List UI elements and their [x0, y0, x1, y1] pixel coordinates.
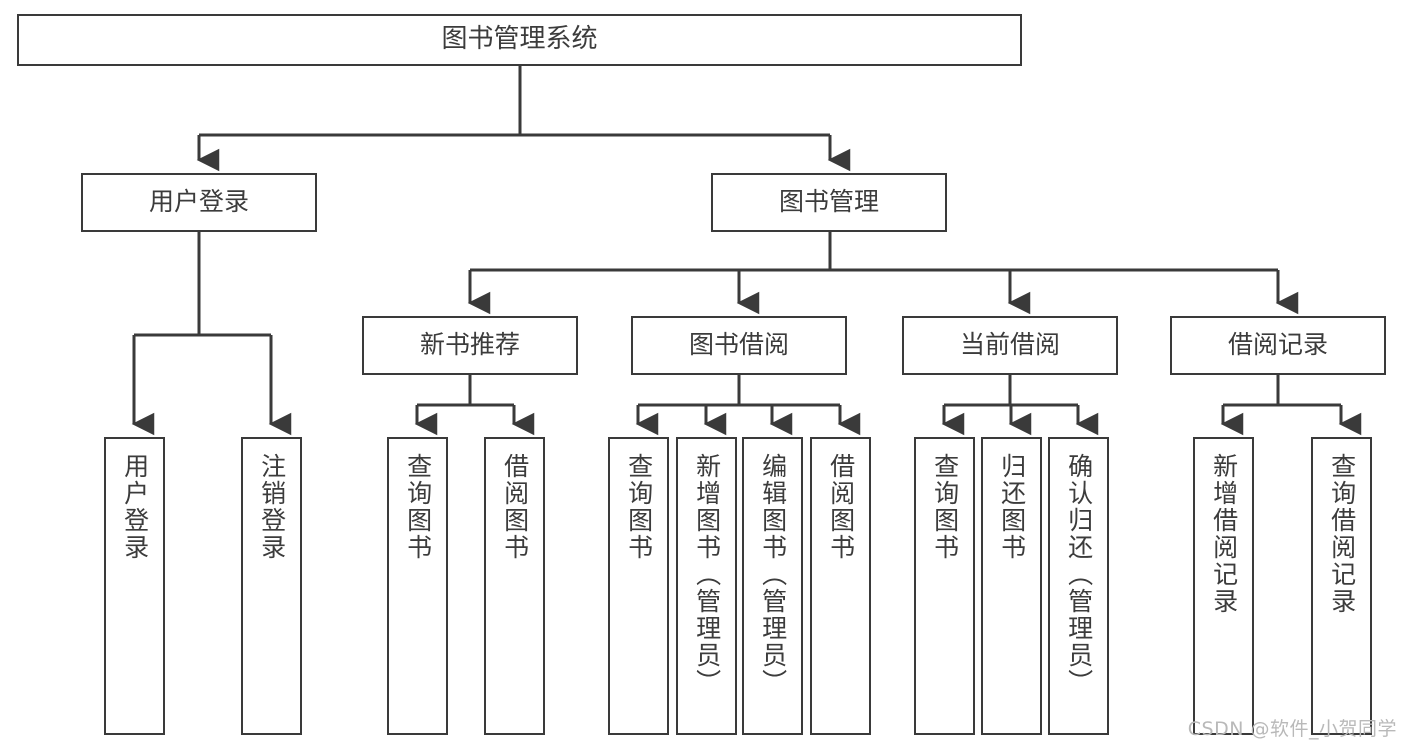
node-label: 图书管理	[778, 187, 879, 217]
node-root-system[interactable]: 图书管理系统	[17, 14, 1022, 66]
node-label: 查询图书	[403, 453, 433, 561]
node-current-borrow[interactable]: 当前借阅	[902, 316, 1118, 375]
node-label: 查询图书	[624, 453, 654, 561]
node-user-login[interactable]: 用户登录	[81, 173, 317, 232]
node-label: 新书推荐	[419, 330, 520, 360]
node-label: 借阅图书	[826, 453, 856, 561]
leaf-borrow-query-book[interactable]: 查询图书	[608, 437, 669, 735]
node-label: 编辑图书（管理员）	[758, 453, 788, 696]
node-label: 当前借阅	[959, 330, 1060, 360]
leaf-current-confirm-return[interactable]: 确认归还（管理员）	[1048, 437, 1109, 735]
leaf-borrow-edit-book[interactable]: 编辑图书（管理员）	[742, 437, 803, 735]
node-new-book-recommend[interactable]: 新书推荐	[362, 316, 578, 375]
node-label: 归还图书	[997, 453, 1027, 561]
leaf-new-book-query[interactable]: 查询图书	[387, 437, 448, 735]
leaf-record-add[interactable]: 新增借阅记录	[1193, 437, 1254, 735]
leaf-current-return-book[interactable]: 归还图书	[981, 437, 1042, 735]
leaf-record-query[interactable]: 查询借阅记录	[1311, 437, 1372, 735]
node-label: 注销登录	[257, 453, 287, 561]
node-label: 新增图书（管理员）	[692, 453, 722, 696]
node-label: 新增借阅记录	[1209, 453, 1239, 615]
node-label: 查询借阅记录	[1327, 453, 1357, 615]
node-label: 借阅记录	[1227, 330, 1328, 360]
node-label: 图书管理系统	[441, 24, 598, 55]
node-label: 用户登录	[120, 453, 150, 561]
leaf-user-login[interactable]: 用户登录	[104, 437, 165, 735]
leaf-new-book-borrow[interactable]: 借阅图书	[484, 437, 545, 735]
node-label: 借阅图书	[500, 453, 530, 561]
leaf-user-logout[interactable]: 注销登录	[241, 437, 302, 735]
node-borrow-record[interactable]: 借阅记录	[1170, 316, 1386, 375]
leaf-borrow-borrow-book[interactable]: 借阅图书	[810, 437, 871, 735]
leaf-current-query-book[interactable]: 查询图书	[914, 437, 975, 735]
node-label: 确认归还（管理员）	[1064, 453, 1094, 696]
leaf-borrow-add-book[interactable]: 新增图书（管理员）	[676, 437, 737, 735]
node-book-management[interactable]: 图书管理	[711, 173, 947, 232]
node-book-borrow[interactable]: 图书借阅	[631, 316, 847, 375]
node-label: 图书借阅	[688, 330, 789, 360]
node-label: 用户登录	[148, 187, 249, 217]
node-label: 查询图书	[930, 453, 960, 561]
